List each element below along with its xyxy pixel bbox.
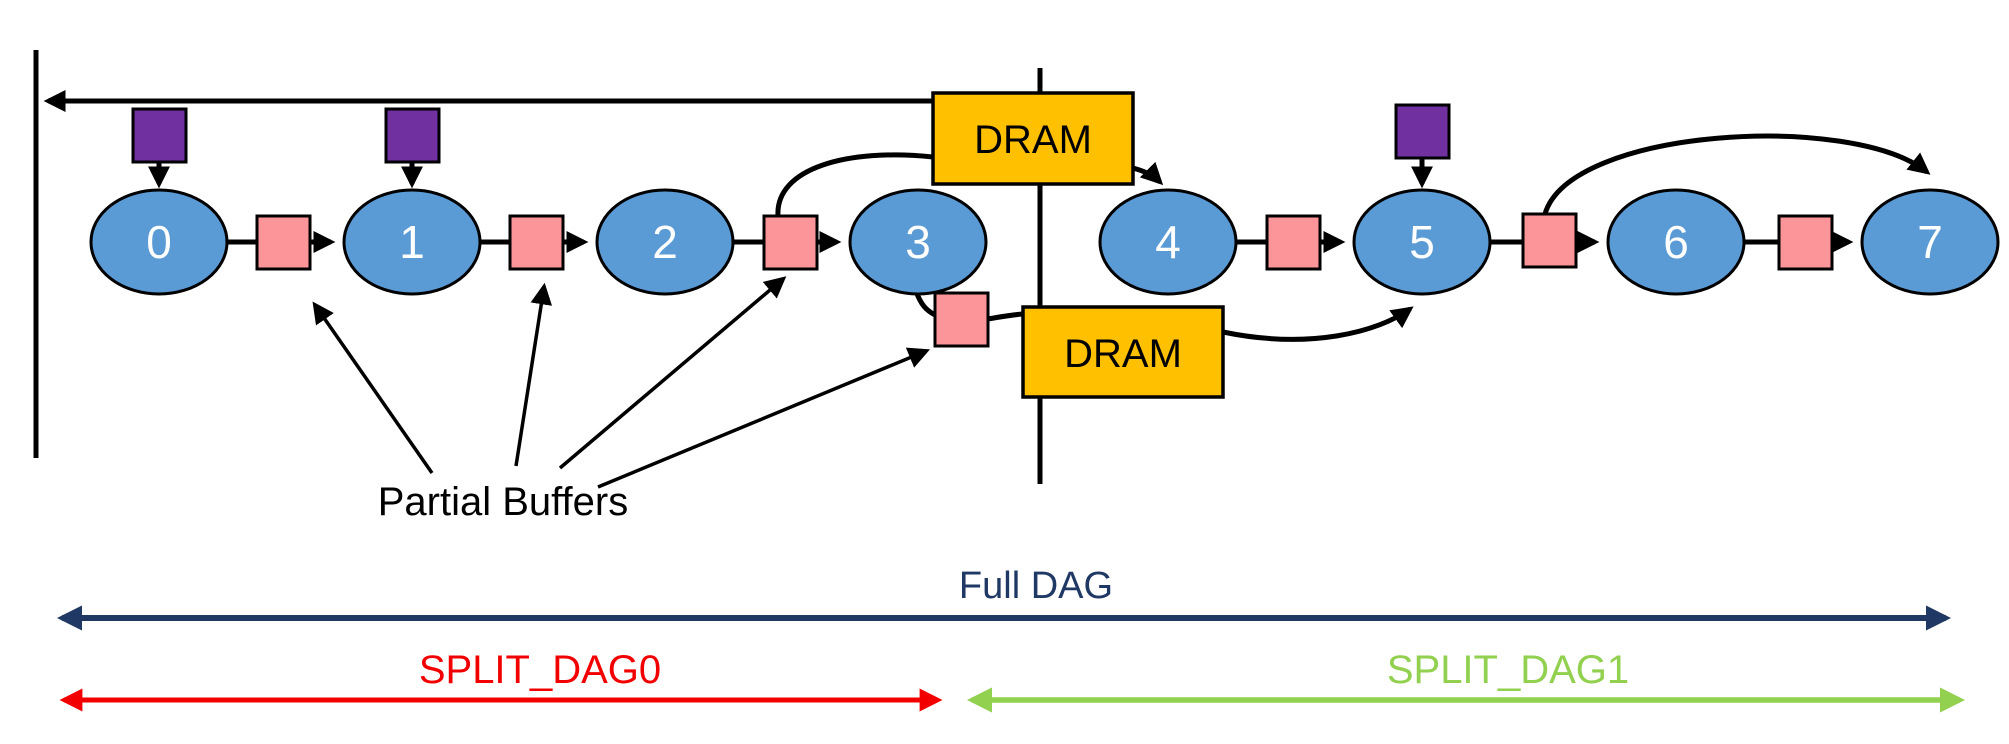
weight-square-node5: [1394, 103, 1451, 189]
dag-node-label: 1: [399, 216, 425, 268]
dag-node-1: 1: [342, 188, 482, 296]
pointer-arrow-buffer12: [514, 282, 553, 467]
dag-node-label: 5: [1409, 216, 1435, 268]
dag-node-label: 3: [905, 216, 931, 268]
split-dag0-label: SPLIT_DAG0: [419, 648, 661, 692]
edge-buffer56-to-node7: [1542, 133, 1931, 215]
dag-node-ellipse: [1860, 188, 2000, 296]
edge-spill-buffer-to-dram-bottom: [987, 311, 1024, 322]
dram-bottom-label: DRAM: [1064, 332, 1182, 376]
dag-node-ellipse: [342, 188, 482, 296]
dag-node-ellipse: [1352, 188, 1492, 296]
dram-box-bottom: DRAM: [1021, 305, 1225, 399]
dag-node-label: 6: [1663, 216, 1689, 268]
partial-buffer-67: [1777, 214, 1834, 271]
dag-node-label: 7: [1917, 216, 1943, 268]
full-dag-label: Full DAG: [959, 565, 1113, 607]
dag-node-label: 0: [146, 216, 172, 268]
partial-buffer-23: [762, 214, 819, 271]
partial-buffer-12: [508, 214, 565, 271]
split-dag1-label: SPLIT_DAG1: [1387, 648, 1629, 692]
partial-buffer-spill-node3: [933, 291, 990, 348]
dram-top-label: DRAM: [974, 118, 1092, 162]
edge-dram-top-to-node4: [1132, 161, 1164, 186]
dag-node-2: 2: [595, 188, 735, 296]
dag-node-4: 4: [1098, 188, 1238, 296]
dag-node-ellipse: [595, 188, 735, 296]
partial-buffer-45: [1265, 214, 1322, 271]
dag-node-ellipse: [1606, 188, 1746, 296]
dag-node-3: 3: [848, 188, 988, 296]
dag-node-ellipse: [848, 188, 988, 296]
dag-node-label: 2: [652, 216, 678, 268]
partial-buffers-label: Partial Buffers: [378, 480, 629, 524]
edge-buffer23-to-dram-top: [775, 152, 934, 217]
dag-node-label: 4: [1155, 216, 1181, 268]
edge-dram-bottom-to-node5: [1222, 306, 1414, 342]
partial-buffer-56: [1521, 212, 1578, 269]
dag-node-0: 0: [89, 188, 229, 296]
partial-buffer-01: [255, 214, 312, 271]
dag-node-5: 5: [1352, 188, 1492, 296]
pointer-arrow-buffer-spill: [597, 347, 931, 489]
dag-node-7: 7: [1860, 188, 2000, 296]
dram-box-top: DRAM: [931, 91, 1135, 186]
pointer-arrow-buffer01: [312, 301, 434, 475]
pointer-arrow-buffer23: [558, 276, 787, 470]
weight-square-node0: [131, 107, 188, 189]
weight-square-node1: [384, 107, 441, 189]
dag-node-ellipse: [89, 188, 229, 296]
dag-node-6: 6: [1606, 188, 1746, 296]
dag-node-ellipse: [1098, 188, 1238, 296]
